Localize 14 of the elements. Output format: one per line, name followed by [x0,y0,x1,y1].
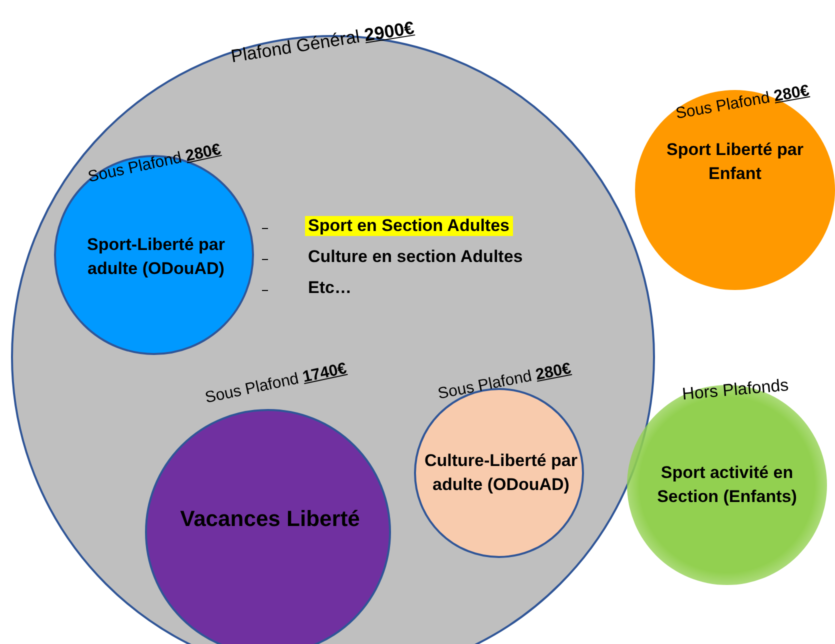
ceiling-label: Hors Plafonds [680,375,789,405]
ceiling-label: Sous Plafond 280€ [436,360,572,404]
category-label: Culture-Liberté par adulte (ODouAD) [423,450,579,496]
ceiling-label: Sous Plafond 280€ [86,141,222,187]
category-label: Sport Liberté par Enfant [666,138,804,186]
ceiling-label: Sous Plafond 1740€ [204,360,348,408]
category-label: Sport activité en Section (Enfants) [656,462,798,508]
list-item: Sport en Section Adultes [305,216,513,236]
category-label: Vacances Liberté [179,505,361,533]
category-label: Sport-Liberté par adulte (ODouAD) [86,234,226,280]
list-item: Etc… [308,278,352,298]
ceiling-label: Sous Plafond 280€ [674,82,810,124]
list-item: Culture en section Adultes [308,247,523,267]
ceiling-label: Plafond Général 2900€ [229,17,416,67]
